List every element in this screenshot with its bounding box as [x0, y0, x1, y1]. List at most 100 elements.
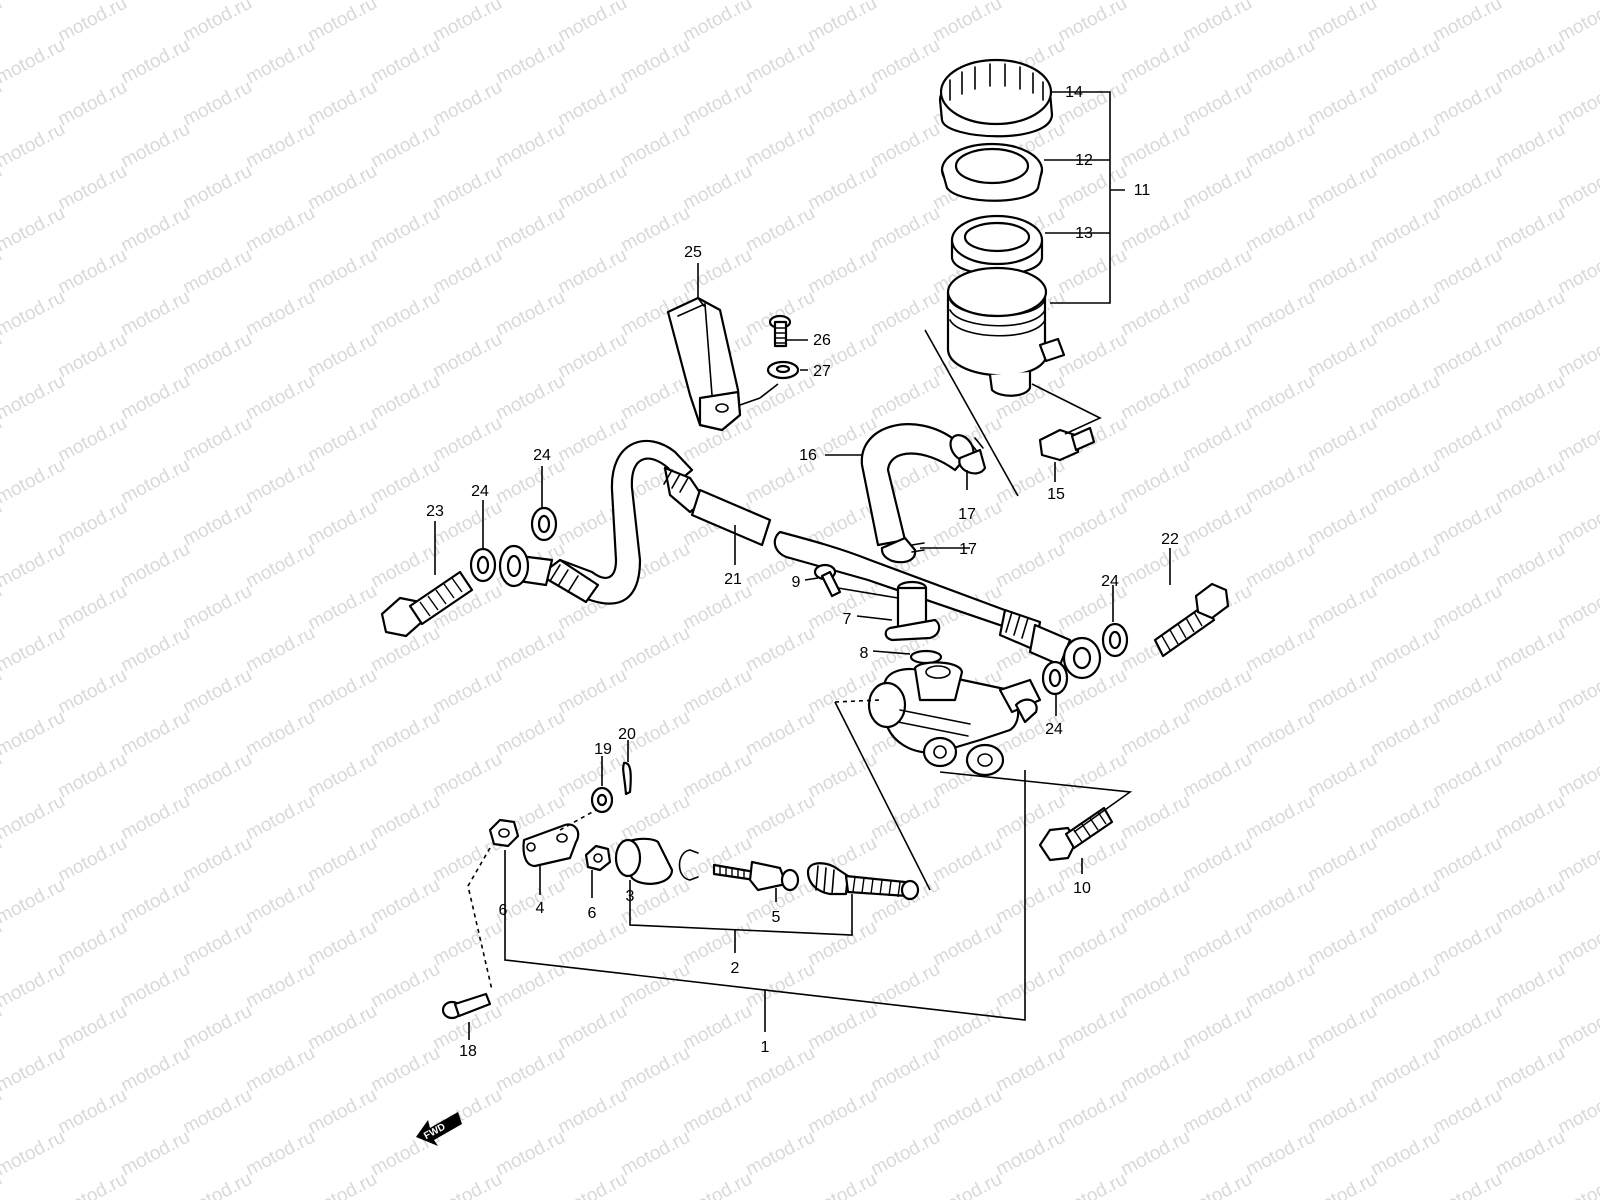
watermark-text: motod.ru — [554, 1169, 630, 1200]
watermark-text: motod.ru — [1117, 0, 1193, 4]
watermark-text: motod.ru — [1117, 35, 1193, 89]
watermark-text: motod.ru — [179, 1169, 255, 1200]
watermark-text: motod.ru — [0, 623, 69, 677]
watermark-text: motod.ru — [492, 707, 568, 761]
watermark-text: motod.ru — [1304, 0, 1380, 46]
watermark-text: motod.ru — [1304, 77, 1380, 131]
watermark-text: motod.ru — [679, 749, 755, 803]
watermark-text: motod.ru — [492, 371, 568, 425]
watermark-text: motod.ru — [1242, 959, 1318, 1013]
watermark-text: motod.ru — [1117, 791, 1193, 845]
watermark-text: motod.ru — [1054, 749, 1130, 803]
watermark-text: motod.ru — [1242, 287, 1318, 341]
connector-7 — [884, 580, 941, 642]
watermark-text: motod.ru — [742, 1043, 818, 1097]
watermark-text: motod.ru — [0, 1169, 6, 1200]
watermark-text: motod.ru — [679, 1169, 755, 1200]
watermark-text: motod.ru — [1367, 287, 1443, 341]
watermark-text: motod.ru — [304, 1001, 380, 1055]
watermark-text: motod.ru — [1054, 1169, 1130, 1200]
bolt-15 — [1038, 426, 1096, 462]
watermark-text: motod.ru — [0, 119, 69, 173]
watermark-text: motod.ru — [429, 77, 505, 131]
watermark-text: motod.ru — [804, 161, 880, 215]
watermark-text: motod.ru — [367, 455, 443, 509]
watermark-text: motod.ru — [867, 1043, 943, 1097]
watermark-text: motod.ru — [1304, 1001, 1380, 1055]
watermark-text: motod.ru — [1054, 0, 1130, 46]
part-label-10: 10 — [1073, 880, 1091, 897]
watermark-text: motod.ru — [1242, 371, 1318, 425]
watermark-text: motod.ru — [242, 35, 318, 89]
watermark-text: motod.ru — [742, 791, 818, 845]
banjo-left — [498, 544, 530, 588]
bracket-screw — [768, 314, 792, 348]
watermark-text: motod.ru — [1054, 1085, 1130, 1139]
watermark-text: motod.ru — [1492, 539, 1568, 593]
watermark-text: motod.ru — [1242, 791, 1318, 845]
watermark-text: motod.ru — [617, 959, 693, 1013]
leader-lines — [434, 91, 1171, 1040]
watermark-text: motod.ru — [742, 119, 818, 173]
watermark-text: motod.ru — [367, 371, 443, 425]
watermark-text: motod.ru — [867, 791, 943, 845]
watermark-text: motod.ru — [367, 959, 443, 1013]
watermark-text: motod.ru — [429, 413, 505, 467]
watermark-text: motod.ru — [429, 665, 505, 719]
watermark-text: motod.ru — [54, 497, 130, 551]
watermark-text: motod.ru — [1429, 329, 1505, 383]
watermark-text: motod.ru — [1179, 0, 1255, 46]
watermark-text: motod.ru — [1367, 539, 1443, 593]
watermark-text: motod.ru — [367, 0, 443, 4]
watermark-text: motod.ru — [54, 1085, 130, 1139]
part-label-22: 22 — [1161, 531, 1179, 548]
watermark-text: motod.ru — [1492, 35, 1568, 89]
watermark-text: motod.ru — [929, 0, 1005, 46]
watermark-text: motod.ru — [617, 371, 693, 425]
watermark-text: motod.ru — [1554, 1001, 1600, 1055]
watermark-text: motod.ru — [117, 791, 193, 845]
watermark-text: motod.ru — [429, 245, 505, 299]
watermark-text: motod.ru — [1304, 413, 1380, 467]
watermark-text: motod.ru — [804, 1169, 880, 1200]
watermark-text: motod.ru — [1242, 203, 1318, 257]
watermark-text: motod.ru — [1117, 371, 1193, 425]
watermark-text: motod.ru — [1554, 161, 1600, 215]
part-label-27: 27 — [813, 363, 831, 380]
watermark-text: motod.ru — [867, 119, 943, 173]
watermark-text: motod.ru — [867, 0, 943, 4]
watermark-text: motod.ru — [1304, 329, 1380, 383]
part-label-17-lower: 17 — [959, 541, 977, 558]
watermark-text: motod.ru — [179, 245, 255, 299]
watermark-text: motod.ru — [1117, 539, 1193, 593]
watermark-text: motod.ru — [367, 203, 443, 257]
watermark-text: motod.ru — [0, 875, 69, 929]
watermark-text: motod.ru — [1117, 875, 1193, 929]
washer-24-left-outer — [530, 506, 558, 542]
watermark-text: motod.ru — [179, 77, 255, 131]
watermark-text: motod.ru — [367, 35, 443, 89]
watermark-text: motod.ru — [1554, 1085, 1600, 1139]
watermark-text: motod.ru — [1429, 0, 1505, 46]
watermark-text: motod.ru — [1367, 371, 1443, 425]
watermark-text: motod.ru — [242, 1127, 318, 1181]
watermark-text: motod.ru — [929, 917, 1005, 971]
fwd-arrow-icon — [416, 1112, 462, 1146]
part-label-25: 25 — [684, 244, 702, 261]
watermark-text: motod.ru — [1117, 1127, 1193, 1181]
part-label-24-d: 24 — [1045, 721, 1063, 738]
watermark-text: motod.ru — [1242, 875, 1318, 929]
watermark-text: motod.ru — [804, 917, 880, 971]
watermark-text: motod.ru — [304, 833, 380, 887]
watermark-text: motod.ru — [929, 1169, 1005, 1200]
watermark-text: motod.ru — [1367, 707, 1443, 761]
watermark-text: motod.ru — [304, 1169, 380, 1200]
watermark-text: motod.ru — [1429, 1001, 1505, 1055]
watermark-text: motod.ru — [1242, 455, 1318, 509]
watermark-text: motod.ru — [54, 245, 130, 299]
watermark-text: motod.ru — [1117, 287, 1193, 341]
watermark-text: motod.ru — [1492, 875, 1568, 929]
watermark-text: motod.ru — [1429, 413, 1505, 467]
watermark-text: motod.ru — [117, 1043, 193, 1097]
watermark-text: motod.ru — [0, 287, 69, 341]
